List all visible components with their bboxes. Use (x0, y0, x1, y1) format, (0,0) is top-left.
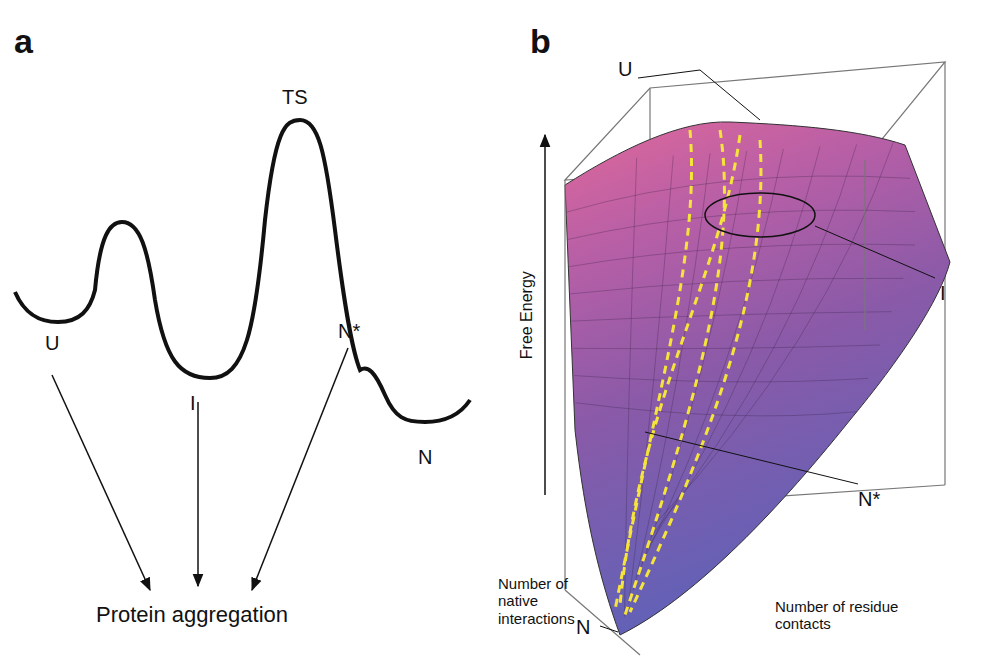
state-label: U (618, 58, 632, 81)
state-label: TS (282, 86, 308, 109)
state-label: N (576, 616, 590, 639)
folding-trajectory (630, 140, 761, 612)
folding-trajectory (625, 130, 724, 615)
axis-label: Number of residue contacts (775, 598, 925, 633)
state-label: N (418, 446, 432, 469)
axis-label: Free Energy (518, 271, 536, 359)
axis-label: Number of native interactions (498, 575, 608, 627)
state-label: I (940, 282, 946, 305)
outcome-label: Protein aggregation (96, 602, 288, 627)
folding-trajectory (620, 135, 740, 605)
panel-letter: a (14, 22, 33, 61)
state-label: N* (338, 320, 360, 343)
state-label: N* (858, 488, 880, 511)
state-label: U (45, 332, 59, 355)
state-label: I (190, 392, 196, 415)
panel-letter: b (530, 22, 551, 61)
folding-trajectory (615, 130, 692, 610)
